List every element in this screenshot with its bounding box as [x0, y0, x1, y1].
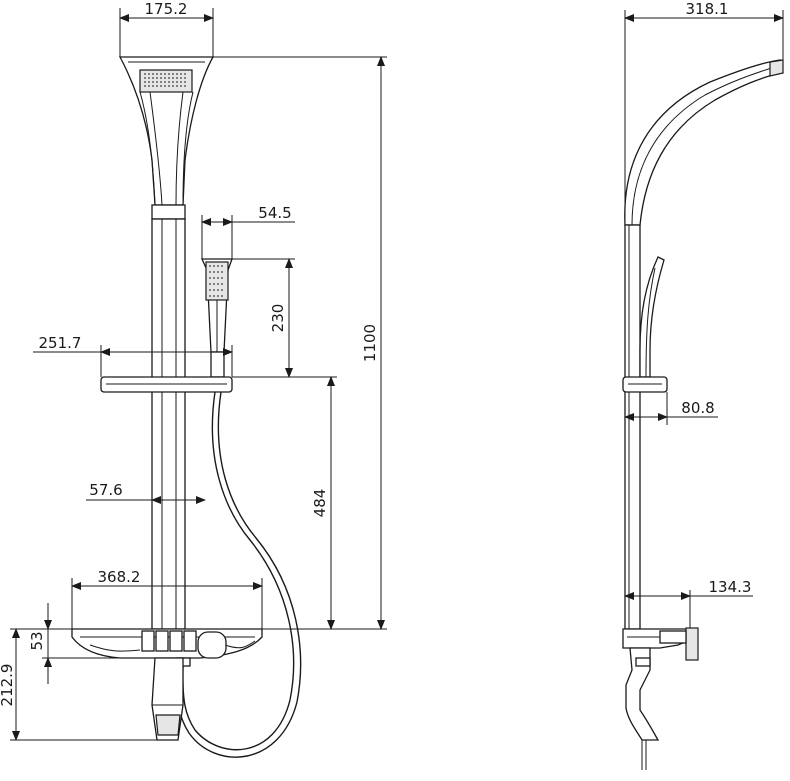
dim-label-holder-height: 484 — [311, 489, 329, 518]
side-spout — [625, 647, 660, 770]
side-valve-knob — [685, 627, 699, 661]
dim-label-holder-depth: 80.8 — [681, 399, 714, 417]
dim-handshower-length: 230 — [232, 258, 295, 378]
side-view: 318.1 80.8 134.3 — [622, 0, 784, 770]
dim-label-shelf-width: 368.2 — [98, 568, 141, 586]
side-shelf — [622, 627, 699, 661]
dim-shelf-width: 368.2 — [71, 568, 263, 629]
dim-total-height: 1100 — [213, 56, 387, 630]
front-view: 175.2 54.5 230 251.7 — [0, 0, 387, 758]
dim-label-head-width: 175.2 — [145, 0, 188, 18]
dim-bar-offset: 57.6 — [86, 481, 206, 504]
overhead-shower-head — [118, 56, 215, 220]
side-handshower — [639, 256, 665, 378]
dim-handshower-width: 54.5 — [201, 204, 295, 259]
dim-holder-depth: 80.8 — [624, 392, 718, 425]
thermostatic-shelf — [71, 628, 263, 667]
dim-label-handshower-length: 230 — [269, 304, 287, 333]
bottom-spout — [151, 657, 184, 741]
valve-knob — [197, 631, 227, 659]
dim-label-holder-projection: 251.7 — [39, 334, 82, 352]
dim-holder-projection: 251.7 — [33, 334, 233, 377]
side-overhead-arm — [624, 59, 784, 226]
dim-label-head-projection: 318.1 — [686, 0, 729, 18]
dim-label-bar-offset: 57.6 — [89, 481, 122, 499]
dim-label-bottom-height: 212.9 — [0, 664, 16, 707]
dim-label-total-height: 1100 — [361, 324, 379, 362]
riser-pipe — [151, 218, 186, 630]
head-connector — [151, 204, 186, 220]
dim-bottom-height: 212.9 — [0, 628, 157, 741]
dim-holder-height: 484 — [232, 376, 337, 630]
side-riser — [624, 224, 641, 630]
handshower — [200, 258, 233, 378]
dim-label-shelf-thickness: 53 — [28, 631, 46, 650]
dim-label-valve-depth: 134.3 — [709, 578, 752, 596]
dim-shelf-thickness: 53 — [28, 603, 120, 684]
dim-head-width: 175.2 — [119, 0, 214, 57]
shower-hose — [176, 391, 302, 758]
dim-valve-depth: 134.3 — [624, 578, 753, 628]
dim-head-projection: 318.1 — [624, 0, 784, 225]
dim-label-handshower-width: 54.5 — [258, 204, 291, 222]
spray-face — [139, 69, 193, 93]
